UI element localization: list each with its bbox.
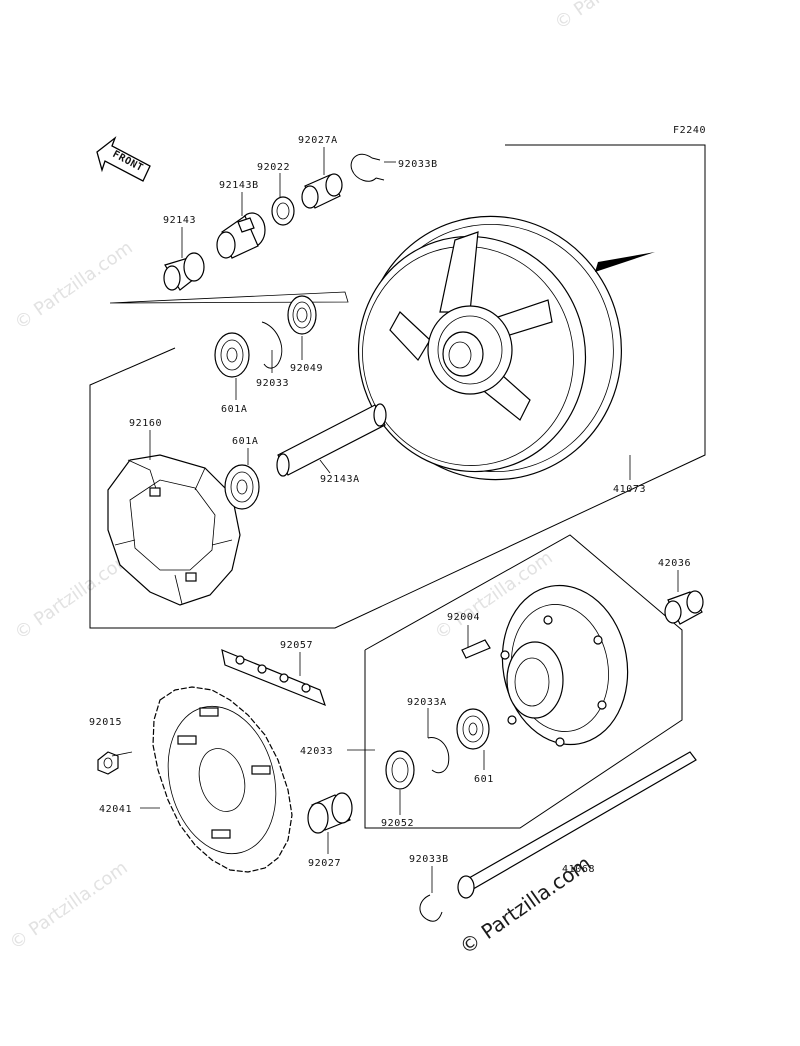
bearing-601A-top [214, 332, 250, 378]
label-42033: 42033 [300, 746, 333, 757]
circlip-92033B-bottom [419, 894, 443, 922]
label-92033B-bottom: 92033B [409, 854, 449, 865]
part-labels: 92027A 92033B 92022 92143B 92143 92033 9… [89, 135, 691, 875]
washer-92022 [271, 196, 295, 226]
label-92057: 92057 [280, 640, 313, 651]
oil-seal-92052 [385, 750, 415, 790]
label-601: 601 [474, 774, 494, 785]
label-42036: 42036 [658, 558, 691, 569]
label-601A: 601A [232, 436, 258, 447]
sprocket-coupling-42033 [500, 584, 629, 747]
collar-92027 [307, 792, 353, 834]
hub-assembly-outline [364, 534, 683, 829]
watermark-text: © Partzilla.com [11, 547, 137, 644]
wheel-assembly-outline [89, 144, 706, 629]
label-92160: 92160 [129, 418, 162, 429]
label-92143A: 92143A [320, 474, 360, 485]
label-92004: 92004 [447, 612, 480, 623]
label-92033A: 92033A [407, 697, 447, 708]
partzilla-watermark: © Partzilla.com [455, 851, 595, 959]
label-92027: 92027 [308, 858, 341, 869]
leader-lines [111, 147, 679, 893]
chain-joint-92057 [221, 649, 326, 707]
figure-code: F2240 [673, 125, 706, 136]
circlip-92033B-top [350, 153, 385, 182]
label-92033: 92033 [256, 378, 289, 389]
label-92143B: 92143B [219, 180, 259, 191]
label-92015: 92015 [89, 717, 122, 728]
label-41068: 41068 [562, 864, 595, 875]
watermark-text: © Partzilla.com [6, 857, 132, 954]
label-42041: 42041 [99, 804, 132, 815]
collar-42036 [664, 590, 704, 625]
label-92027A: 92027A [298, 135, 338, 146]
label-41073: 41073 [613, 484, 646, 495]
collar-92143 [163, 252, 205, 291]
collar-92143B [216, 212, 266, 259]
circlip-92033A [427, 737, 450, 774]
rear-axle-41068 [457, 751, 697, 899]
label-92022: 92022 [257, 162, 290, 173]
label-92052: 92052 [381, 818, 414, 829]
watermark-text: © Partzilla.com [551, 0, 677, 34]
front-arrow-icon: FRONT [96, 136, 151, 182]
label-601A-top: 601A [221, 404, 247, 415]
rear-sprocket-42041 [152, 686, 293, 873]
stud-bolt-92004 [461, 639, 491, 659]
watermark-text: © Partzilla.com [11, 237, 137, 334]
spacer-tube-92143A [276, 403, 387, 477]
nut-92015 [97, 751, 119, 775]
label-92033B-top: 92033B [398, 159, 438, 170]
circlip-92033 [261, 321, 283, 369]
bearing-601 [456, 708, 490, 750]
collar-92027A [301, 173, 343, 209]
label-92049: 92049 [290, 363, 323, 374]
bearing-601A [224, 464, 260, 510]
rear-wheel-rim [109, 215, 655, 481]
hub-damper-92160 [107, 454, 241, 606]
label-92143: 92143 [163, 215, 196, 226]
oil-seal-92049 [287, 295, 317, 335]
